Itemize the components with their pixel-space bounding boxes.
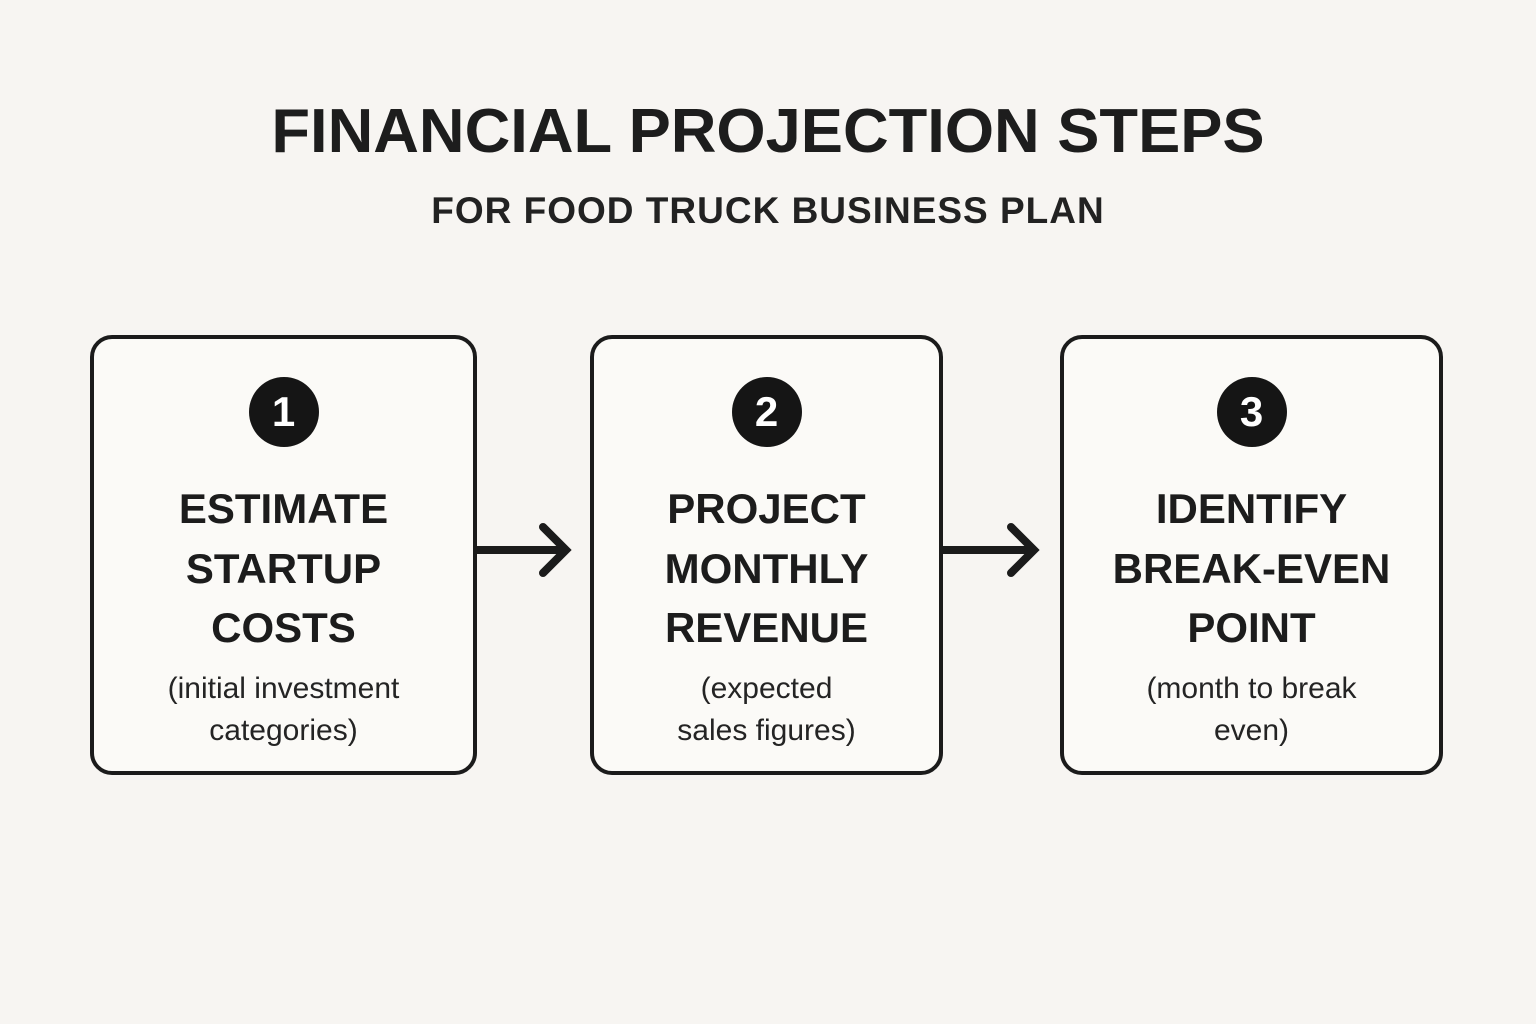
arrow-right-icon <box>473 523 572 577</box>
step-2-number: 2 <box>754 388 779 435</box>
step-2-number-badge: 2 <box>731 377 802 447</box>
page-subtitle: FOR FOOD TRUCK BUSINESS PLAN <box>431 190 1105 231</box>
page-title: FINANCIAL PROJECTION STEPS <box>271 97 1265 166</box>
step-3-number-badge: 3 <box>1216 377 1287 447</box>
arrow-right-icon <box>941 523 1040 577</box>
step-1-number: 1 <box>271 388 296 435</box>
step-3-number: 3 <box>1239 388 1264 435</box>
step-1-number-badge: 1 <box>248 377 319 447</box>
